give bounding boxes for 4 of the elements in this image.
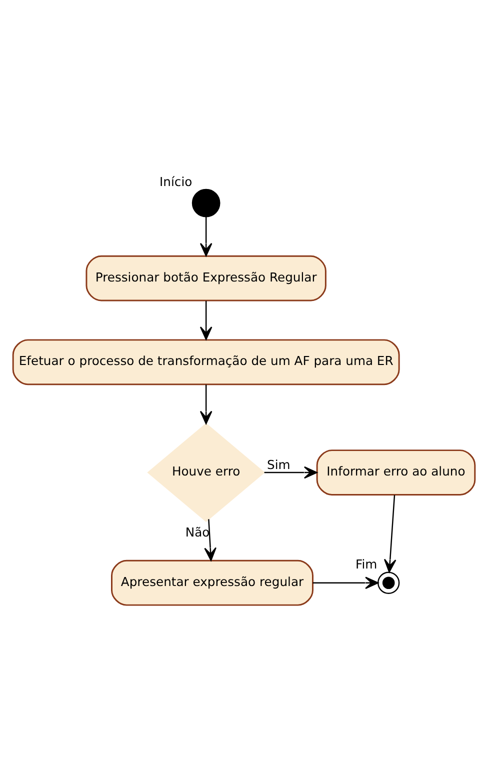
node-label: Início: [160, 174, 192, 188]
node-label: Fim: [356, 557, 378, 572]
edge-label: Sim: [267, 457, 290, 472]
edge-label: Não: [185, 524, 210, 539]
